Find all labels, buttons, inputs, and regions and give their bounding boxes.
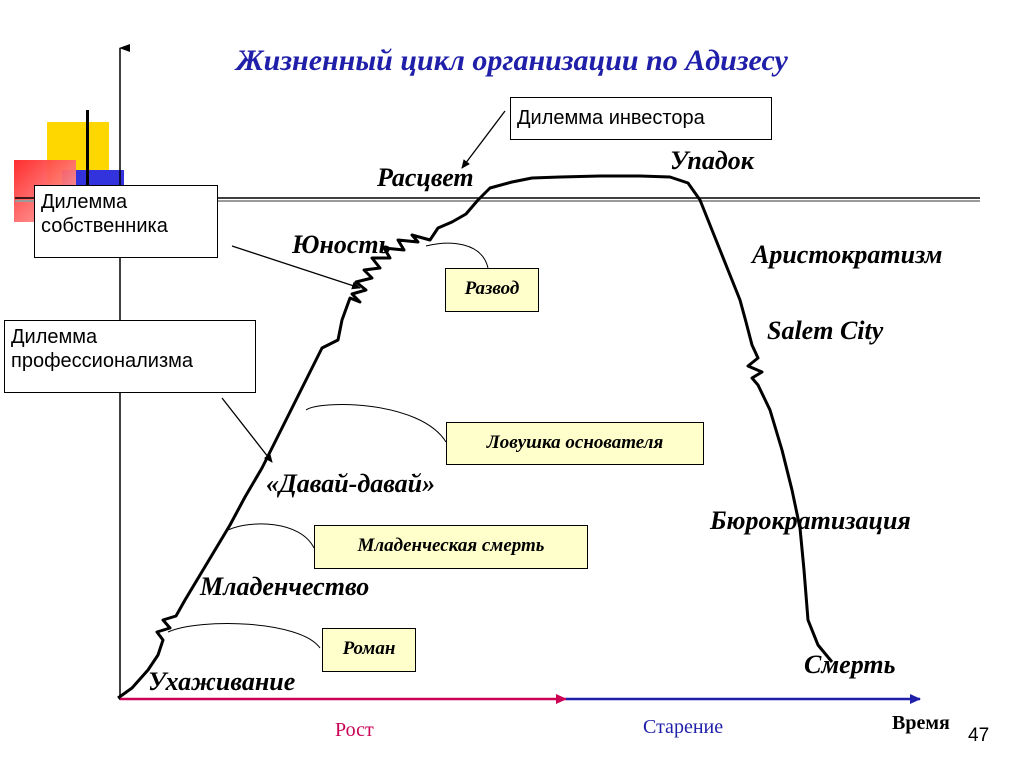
stage-decline: Упадок	[670, 146, 754, 175]
investor-dilemma-arrow	[461, 110, 506, 169]
affair-trap-box: Роман	[322, 628, 416, 672]
stage-gogo: «Давай-давай»	[266, 469, 436, 498]
time-axis-label: Время	[892, 712, 950, 734]
stage-adolescence: Юность	[292, 230, 391, 259]
founder-trap-box: Ловушка основателя	[446, 422, 704, 465]
owner-dilemma-arrow	[231, 245, 361, 290]
professionalism-dilemma-box: Дилемма профессионализма	[4, 320, 256, 393]
founder-trap-connector	[305, 404, 447, 443]
stage-infancy: Младенчество	[200, 572, 370, 601]
investor-dilemma-text: Дилемма инвестора	[517, 107, 705, 129]
divorce-trap-box: Развод	[445, 268, 539, 312]
divorce-connector	[425, 242, 489, 269]
infant-mortality-trap-text: Младенческая смерть	[357, 535, 545, 556]
deco-vertical-line	[86, 110, 89, 245]
stage-prime: Расцвет	[377, 163, 474, 192]
professionalism-dilemma-arrow	[221, 397, 273, 463]
owner-dilemma-text: Дилемма собственника	[41, 191, 168, 237]
stage-salem-city: Salem City	[767, 316, 884, 345]
owner-dilemma-box: Дилемма собственника	[34, 185, 218, 258]
stage-courtship: Ухаживание	[148, 667, 296, 696]
affair-trap-text: Роман	[342, 638, 396, 659]
growth-axis-label: Рост	[335, 719, 374, 741]
investor-dilemma-box: Дилемма инвестора	[510, 97, 772, 140]
divorce-trap-text: Развод	[464, 278, 520, 299]
professionalism-dilemma-text: Дилемма профессионализма	[11, 326, 194, 372]
stage-death: Смерть	[804, 650, 896, 679]
founder-trap-text: Ловушка основателя	[486, 432, 664, 453]
diagram-title: Жизненный цикл организации по Адизесу	[236, 44, 788, 77]
page-number: 47	[968, 725, 990, 746]
affair-connector	[167, 623, 321, 649]
stage-aristocracy: Аристократизм	[752, 240, 943, 269]
stage-bureaucracy: Бюрократизация	[710, 506, 911, 535]
aging-axis-label: Старение	[643, 716, 724, 738]
infant-mortality-trap-box: Младенческая смерть	[314, 525, 588, 569]
infant-mortality-connector	[227, 523, 315, 549]
lifecycle-curve	[117, 174, 834, 700]
